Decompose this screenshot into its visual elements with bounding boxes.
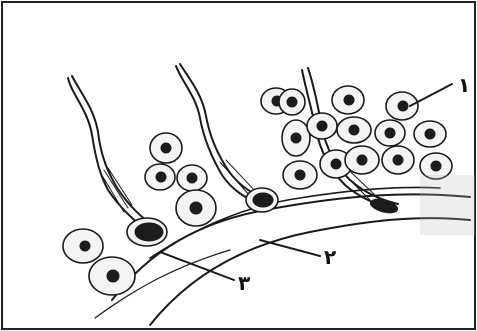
label-1: ١: [458, 73, 470, 97]
scan-shading: [420, 175, 475, 235]
label-3: ٣: [238, 271, 250, 295]
label-2: ٢: [324, 245, 336, 269]
basement-membrane: [95, 187, 470, 325]
